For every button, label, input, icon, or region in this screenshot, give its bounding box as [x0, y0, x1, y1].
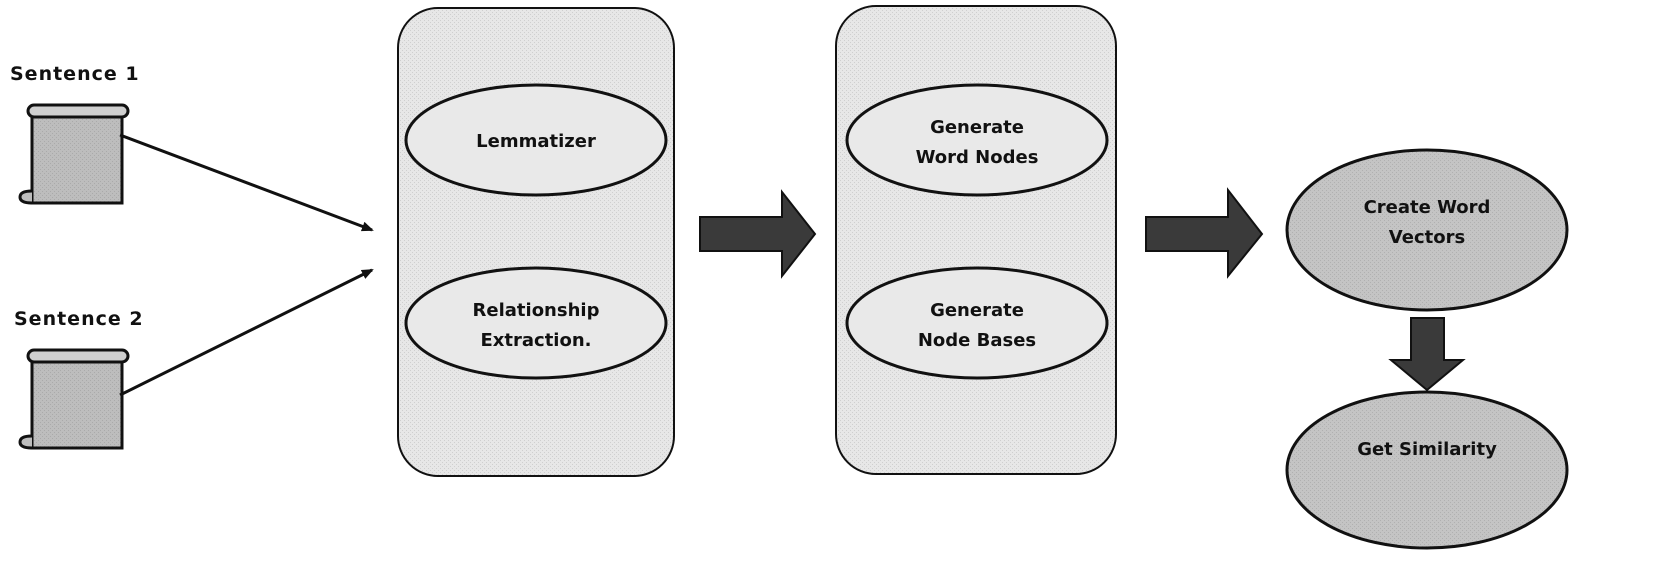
- scroll-icon: [18, 348, 130, 450]
- create-word-vectors-line-1: Create Word: [1364, 197, 1491, 218]
- relationship-extraction-line-1: Relationship: [473, 300, 600, 321]
- generate-node-bases-line-1: Generate: [930, 300, 1024, 321]
- block-arrow-down: [1388, 317, 1466, 392]
- relationship-extraction-line-2: Extraction.: [481, 330, 592, 351]
- block-arrow-2: [1145, 187, 1264, 279]
- lemmatizer-label: Lemmatizer: [476, 131, 596, 152]
- stage-1-panel: Lemmatizer Relationship Extraction.: [397, 7, 675, 477]
- arrow-sentence-1: [119, 133, 374, 232]
- sentence-2-label: Sentence 2: [14, 308, 144, 330]
- sentence-1-label: Sentence 1: [10, 63, 140, 85]
- node-get-similarity: Get Similarity: [1285, 390, 1569, 550]
- node-relationship-extraction: Relationship Extraction.: [404, 266, 668, 380]
- node-generate-word-nodes: Generate Word Nodes: [845, 83, 1109, 197]
- scroll-icon: [18, 103, 130, 205]
- generate-word-nodes-line-1: Generate: [930, 117, 1024, 138]
- block-arrow-1: [699, 189, 817, 279]
- node-lemmatizer: Lemmatizer: [404, 83, 668, 197]
- node-generate-node-bases: Generate Node Bases: [845, 266, 1109, 380]
- create-word-vectors-line-2: Vectors: [1389, 227, 1465, 248]
- generate-word-nodes-line-2: Word Nodes: [916, 147, 1039, 168]
- stage-2-panel: Generate Word Nodes Generate Node Bases: [835, 5, 1117, 475]
- generate-node-bases-line-2: Node Bases: [918, 330, 1036, 351]
- arrow-sentence-2: [119, 268, 374, 397]
- get-similarity-label: Get Similarity: [1357, 439, 1497, 460]
- node-create-word-vectors: Create Word Vectors: [1285, 148, 1569, 312]
